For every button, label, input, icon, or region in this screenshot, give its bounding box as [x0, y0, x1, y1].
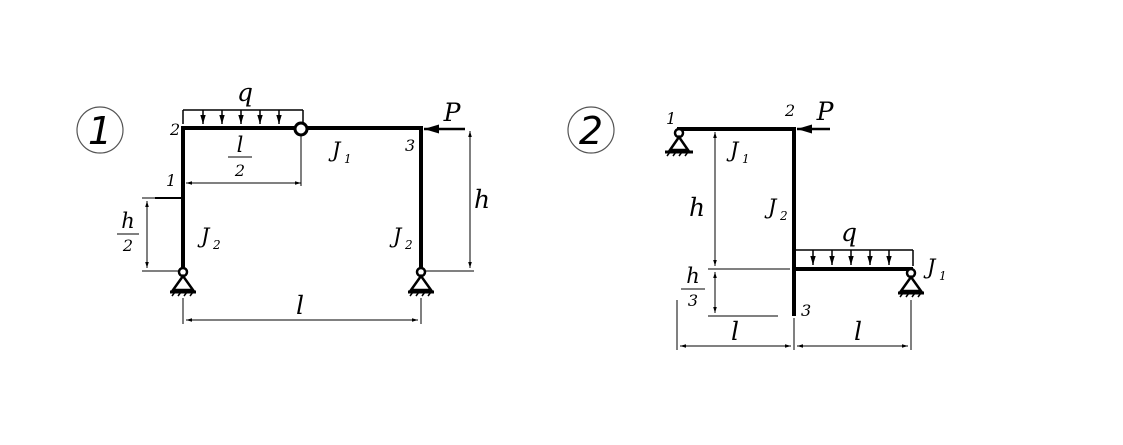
dim-l-left-label: l — [731, 317, 739, 346]
figure-2-number: 2 — [567, 106, 615, 154]
force-p-label-2: P — [816, 97, 835, 126]
node-1-label: 1 — [166, 171, 176, 190]
low-beam-j1-label: J 1 — [923, 255, 947, 283]
dimension-l — [182, 298, 422, 324]
dimension-h-2 — [708, 132, 790, 270]
third-h-numerator: h — [686, 264, 700, 288]
right-col-j2-label: J 2 — [389, 224, 413, 252]
svg-text:1: 1 — [742, 152, 750, 166]
node-3-label: 3 — [405, 136, 415, 155]
beam-j1-label: J 1 — [328, 138, 352, 166]
half-l-numerator: l — [237, 133, 244, 157]
figure-1: 1 q P 2 1 3 — [76, 78, 490, 324]
left-col-j2-label: J 2 — [197, 224, 221, 252]
svg-text:J: J — [389, 224, 403, 248]
node-2-label: 2 — [169, 120, 180, 139]
distributed-load-q-2 — [794, 249, 914, 266]
third-h-denominator: 3 — [688, 291, 698, 310]
svg-text:1: 1 — [939, 269, 947, 283]
half-h-numerator: h — [121, 209, 135, 233]
half-l-denominator: 2 — [234, 161, 245, 180]
load-q-label-2: q — [841, 218, 857, 247]
pin-support-lower-right — [898, 267, 924, 298]
svg-text:2: 2 — [579, 109, 603, 153]
dimension-l-pair — [676, 300, 912, 350]
svg-text:J: J — [923, 255, 937, 279]
svg-text:2: 2 — [779, 209, 788, 223]
dimension-h — [424, 131, 474, 272]
figure-2: 2 P 1 2 3 J 1 J 2 J 1 — [567, 97, 947, 350]
dim-l-right-label: l — [854, 317, 862, 346]
dimension-half-h — [117, 197, 180, 272]
svg-text:1: 1 — [88, 109, 112, 153]
force-p-label: P — [443, 98, 462, 127]
dim-h-label: h — [474, 185, 490, 214]
hinge-icon — [293, 121, 309, 137]
svg-text:2: 2 — [212, 238, 221, 252]
pin-support-left — [170, 266, 196, 297]
dimension-half-l — [186, 135, 302, 186]
svg-text:J: J — [764, 195, 778, 219]
dimension-third-h — [681, 272, 778, 317]
half-h-denominator: 2 — [122, 236, 133, 255]
node-1-label-2: 1 — [666, 109, 676, 128]
svg-text:1: 1 — [344, 152, 352, 166]
svg-text:J: J — [328, 138, 342, 162]
distributed-load-q — [182, 109, 304, 124]
figure-1-number: 1 — [76, 106, 124, 154]
dim-l-label: l — [296, 291, 304, 320]
top-beam-j1-label: J 1 — [726, 138, 750, 166]
load-q-label: q — [237, 78, 253, 107]
node-2-label-2: 2 — [784, 101, 795, 120]
pin-support-node-1 — [665, 127, 693, 157]
dim-h-label-2: h — [689, 193, 705, 222]
svg-text:J: J — [197, 224, 211, 248]
frame-2-members — [677, 127, 913, 316]
node-3-label-2: 3 — [801, 301, 811, 320]
pin-support-right — [408, 266, 434, 297]
svg-text:J: J — [726, 138, 740, 162]
svg-text:2: 2 — [404, 238, 413, 252]
col-j2-label: J 2 — [764, 195, 788, 223]
